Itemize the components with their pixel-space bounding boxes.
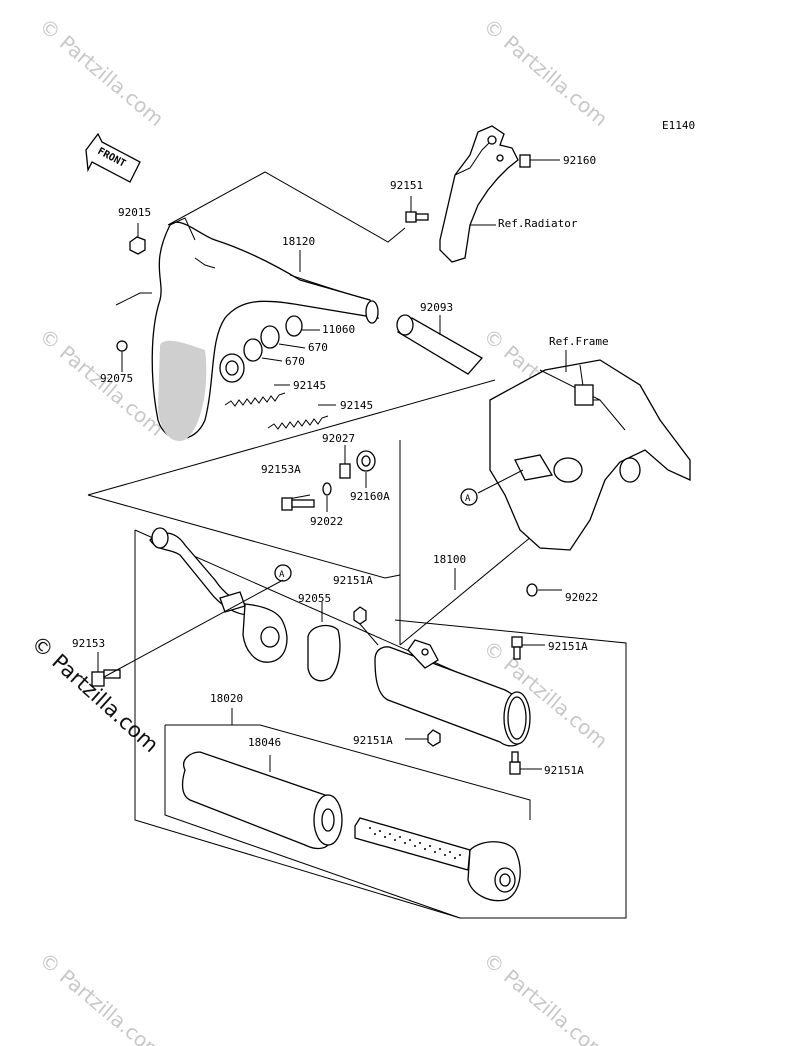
label-ref-frame: Ref.Frame	[549, 335, 609, 348]
diagram-code: E1140	[662, 119, 695, 132]
bolts-92151a-right	[405, 636, 545, 775]
label-92160A: 92160A	[350, 490, 390, 503]
nut-92015	[129, 223, 146, 255]
label-92022-upper: 92022	[310, 515, 343, 528]
label-92153: 92153	[72, 637, 105, 650]
silencer-packing-18046	[181, 708, 521, 902]
label-92055: 92055	[298, 592, 331, 605]
marker-a-group: A A	[274, 488, 478, 582]
label-92022-right: 92022	[565, 591, 598, 604]
label-18020: 18020	[210, 692, 243, 705]
radiator-bracket	[439, 125, 560, 263]
marker-a-frame: A	[465, 494, 471, 504]
label-92153A: 92153A	[261, 463, 301, 476]
watermark-bottom-right: © Partzilla.com	[479, 947, 613, 1046]
bolt-92153	[91, 579, 284, 687]
watermark-top-right: © Partzilla.com	[479, 13, 613, 131]
label-92015: 92015	[118, 206, 151, 219]
watermark-top-left: © Partzilla.com	[35, 13, 169, 131]
plug-92075	[116, 340, 128, 372]
label-92075: 92075	[100, 372, 133, 385]
gasket-92055	[307, 602, 341, 682]
label-670-upper: 670	[308, 341, 328, 354]
front-arrow: FRONT	[85, 132, 141, 183]
watermark-bottom-left: © Partzilla.com	[35, 947, 169, 1046]
callout-labels: 92160 92151 92015 18120 Ref.Radiator 920…	[72, 154, 609, 777]
label-92151A-right-upper: 92151A	[548, 640, 588, 653]
label-92151A-right-lower: 92151A	[544, 764, 584, 777]
marker-a-pipe: A	[279, 570, 285, 580]
label-92151: 92151	[390, 179, 423, 192]
inlet-pipe	[149, 527, 288, 663]
exhaust-pipe-18120	[151, 217, 380, 441]
springs-92145	[224, 384, 336, 430]
label-92145-lower: 92145	[340, 399, 373, 412]
label-92160: 92160	[563, 154, 596, 167]
label-ref-radiator: Ref.Radiator	[498, 217, 578, 230]
label-11060: 11060	[322, 323, 355, 336]
label-670-lower: 670	[285, 355, 305, 368]
label-92151A-mid: 92151A	[353, 734, 393, 747]
o-rings	[219, 315, 320, 383]
silencer-body-18100	[374, 568, 531, 747]
label-92027: 92027	[322, 432, 355, 445]
bolt-92151	[405, 196, 429, 223]
label-92145-upper: 92145	[293, 379, 326, 392]
label-18100: 18100	[433, 553, 466, 566]
perforation-dots	[369, 827, 461, 859]
label-92151A-upper: 92151A	[333, 574, 373, 587]
frame-reference	[477, 350, 691, 551]
silencer-mount-hardware	[281, 445, 376, 512]
nut-92151a-upper	[353, 606, 379, 646]
label-92093: 92093	[420, 301, 453, 314]
sleeve-92093	[396, 314, 484, 375]
label-18046: 18046	[248, 736, 281, 749]
washer-92022	[526, 583, 562, 597]
label-18120: 18120	[282, 235, 315, 248]
